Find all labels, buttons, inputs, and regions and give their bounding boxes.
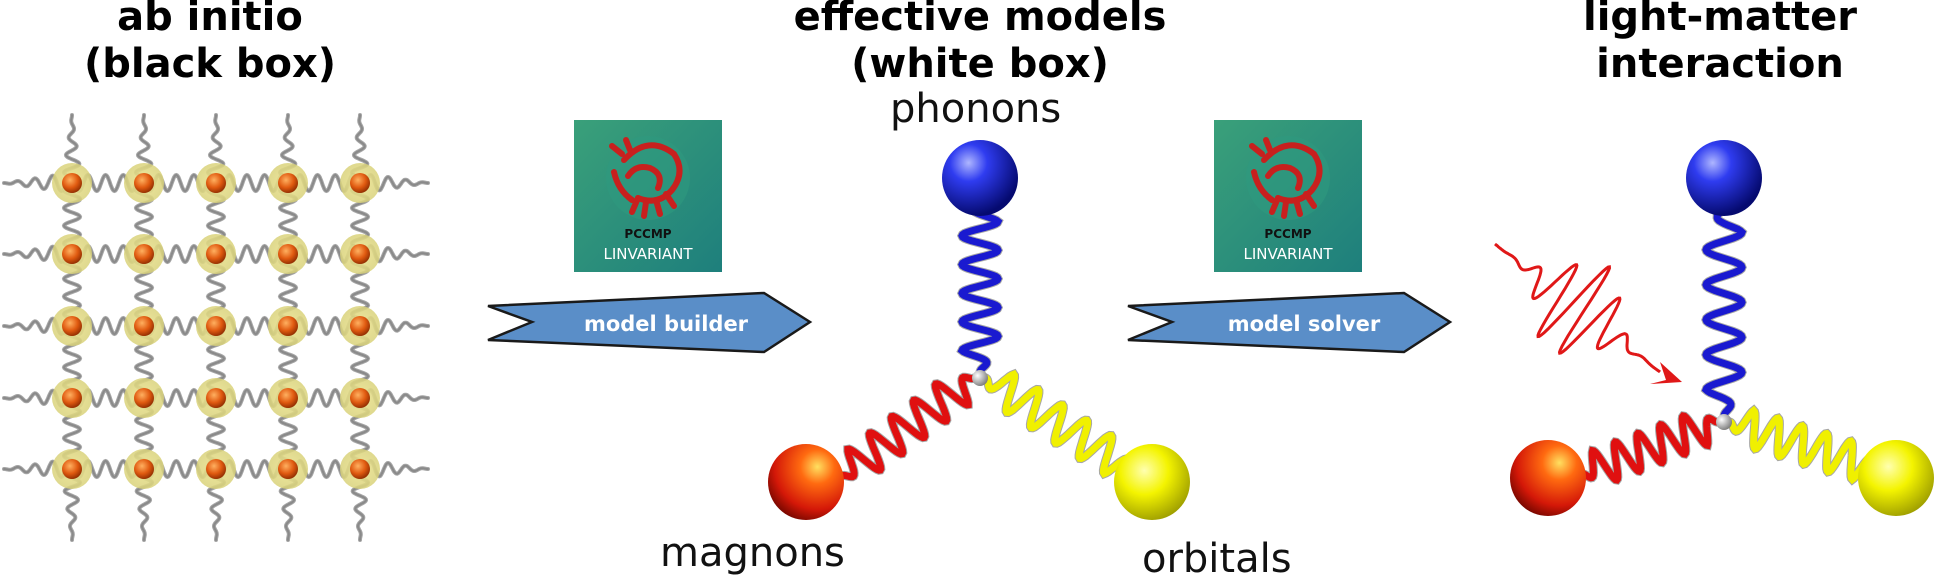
atom — [350, 244, 370, 264]
atom — [206, 459, 226, 479]
atom — [62, 388, 82, 408]
effective-model-coupling — [768, 140, 1190, 520]
atom — [278, 459, 298, 479]
atom — [134, 316, 154, 336]
effective-models-title: effective models (white box) — [770, 0, 1190, 88]
atom — [206, 173, 226, 193]
magnon-spring — [838, 373, 978, 481]
phonon-sphere — [942, 140, 1018, 216]
magnons-label: magnons — [660, 530, 845, 576]
light-matter-title: light-matter interaction — [1540, 0, 1900, 88]
atom — [350, 459, 370, 479]
model-solver-label: model solver — [1228, 312, 1381, 336]
arrow-shape — [487, 291, 813, 354]
atom — [134, 173, 154, 193]
atom — [350, 173, 370, 193]
magnon-sphere — [768, 444, 844, 520]
light-wave — [1494, 242, 1661, 374]
phonons-label: phonons — [890, 86, 1062, 132]
orbital-spring — [982, 369, 1136, 479]
atom — [62, 244, 82, 264]
spring-lattice — [2, 113, 430, 542]
logo-name-text: LINVARIANT — [603, 245, 693, 263]
atom — [278, 244, 298, 264]
orbital-spring — [1726, 405, 1880, 485]
linvariant-logo-1: PCCMP LINVARIANT — [574, 120, 722, 272]
atom — [62, 173, 82, 193]
phonon-spring — [957, 196, 1003, 376]
dragon-icon — [609, 137, 683, 219]
arrowhead-icon — [1650, 362, 1682, 384]
ab-initio-title-line2: (black box) — [83, 41, 337, 87]
logo-org-text: PCCMP — [1264, 227, 1311, 241]
model-builder-label: model builder — [584, 312, 749, 336]
arrow-shape — [1127, 291, 1453, 354]
orbital-sphere — [1858, 440, 1934, 516]
atom — [62, 459, 82, 479]
atom — [134, 459, 154, 479]
model-solver-arrow: model solver — [1127, 291, 1453, 354]
magnon-sphere — [1510, 440, 1586, 516]
logo-org-text: PCCMP — [624, 227, 671, 241]
phonon-sphere — [1686, 140, 1762, 216]
atom — [206, 244, 226, 264]
light-matter-title-line2: interaction — [1596, 41, 1844, 87]
atom — [206, 316, 226, 336]
logo-name-text: LINVARIANT — [1243, 245, 1333, 263]
orbitals-label: orbitals — [1142, 536, 1292, 582]
atom — [134, 244, 154, 264]
coupling-center — [972, 370, 988, 386]
atom — [278, 316, 298, 336]
effective-models-title-line1: effective models — [793, 0, 1167, 40]
light-matter-coupling — [1510, 140, 1934, 516]
orbital-sphere — [1114, 444, 1190, 520]
effective-models-title-line2: (white box) — [851, 41, 1109, 87]
atom — [62, 316, 82, 336]
atom — [206, 388, 226, 408]
atom — [278, 173, 298, 193]
atom — [134, 388, 154, 408]
coupling-center — [1716, 414, 1732, 430]
light-matter-title-line1: light-matter — [1582, 0, 1858, 40]
atom — [350, 316, 370, 336]
atom — [278, 388, 298, 408]
linvariant-logo-2: PCCMP LINVARIANT — [1214, 120, 1362, 272]
ab-initio-title: ab initio (black box) — [20, 0, 400, 88]
ab-initio-title-line1: ab initio — [117, 0, 303, 40]
magnon-spring — [1578, 412, 1722, 484]
dragon-icon — [1249, 137, 1323, 219]
model-builder-arrow: model builder — [487, 291, 813, 354]
light-wave-packet — [1494, 242, 1682, 384]
atom — [350, 388, 370, 408]
phonon-spring — [1701, 202, 1747, 420]
